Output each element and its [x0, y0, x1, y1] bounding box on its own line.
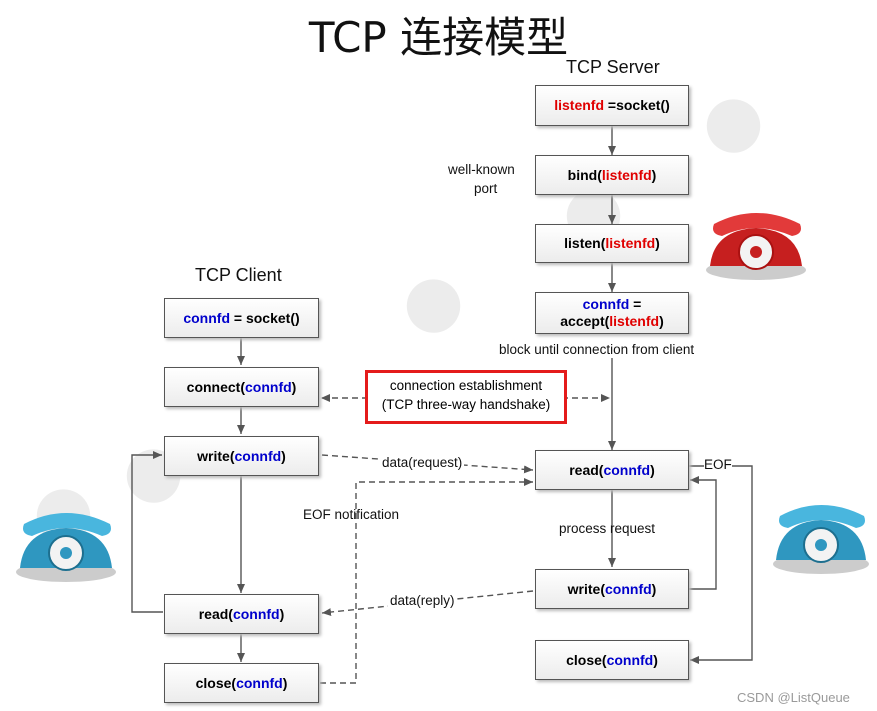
block-note: block until connection from client: [499, 342, 695, 357]
client-read-var: connfd: [232, 605, 280, 622]
server-accept-fn: accept(: [560, 313, 610, 329]
handshake-highlight-box: connection establishment (TCP three-way …: [365, 370, 567, 424]
server-listen-fn: listen(: [564, 235, 606, 251]
server-read-fn: read(: [569, 461, 604, 478]
server-socket-box: listenfd =socket(): [535, 85, 689, 126]
client-heading: TCP Client: [195, 265, 282, 285]
server-write-fn: write(: [567, 580, 605, 597]
server-bind-var: listenfd: [601, 166, 652, 183]
red-phone-icon: [706, 213, 806, 280]
client-close-box: close(connfd): [164, 663, 319, 703]
server-accept-box: connfd = accept(listenfd): [535, 292, 689, 334]
handshake-label-line1: connection establishment: [389, 378, 543, 393]
client-socket-box: connfd = socket(): [164, 298, 319, 338]
server-accept-var: connfd: [582, 296, 630, 312]
client-close-end: ): [282, 674, 288, 691]
server-heading: TCP Server: [566, 57, 660, 77]
server-listen-var: listenfd: [605, 235, 656, 251]
client-socket-call: = socket(): [230, 309, 300, 326]
client-write-box: write(connfd): [164, 436, 319, 476]
server-bind-fn: bind(: [567, 166, 602, 183]
server-write-box: write(connfd): [535, 569, 689, 609]
process-request-label: process request: [559, 521, 656, 536]
reply-label: data(reply): [388, 593, 457, 608]
server-close-end: ): [653, 651, 658, 668]
server-socket-call: =socket(): [604, 97, 670, 113]
client-read-end: ): [279, 605, 285, 622]
client-write-var: connfd: [234, 447, 282, 464]
server-accept-end: ): [659, 313, 664, 329]
server-read-var: connfd: [603, 461, 651, 478]
client-read-box: read(connfd): [164, 594, 319, 634]
handshake-label-line2: (TCP three-way handshake): [381, 397, 551, 412]
blue-phone-icon-right: [773, 505, 869, 574]
server-close-box: close(connfd): [535, 640, 689, 680]
server-socket-var: listenfd: [554, 97, 605, 113]
client-close-fn: close(: [195, 674, 237, 691]
page-title: TCP 连接模型: [308, 13, 569, 62]
server-bind-end: ): [651, 166, 657, 183]
server-listen-box: listen(listenfd): [535, 224, 689, 263]
server-listen-end: ): [655, 235, 660, 251]
server-bind-box: bind(listenfd): [535, 155, 689, 195]
client-socket-var: connfd: [183, 309, 230, 326]
server-close-fn: close(: [566, 651, 607, 668]
eof-label: EOF: [704, 457, 732, 472]
well-known-label: well-known: [448, 162, 515, 177]
client-connect-fn: connect(: [186, 378, 245, 395]
request-label: data(request): [380, 455, 465, 470]
server-read-box: read(connfd): [535, 450, 689, 490]
client-read-fn: read(: [198, 605, 233, 622]
client-write-fn: write(: [197, 447, 235, 464]
server-close-var: connfd: [606, 651, 654, 668]
server-accept-var2: listenfd: [609, 313, 660, 329]
eof-notification-label: EOF notification: [303, 507, 400, 522]
csdn-watermark: CSDN @ListQueue: [737, 690, 850, 705]
port-label: port: [474, 181, 498, 196]
client-connect-var: connfd: [245, 378, 292, 395]
server-write-end: ): [651, 580, 657, 597]
server-accept-eq: =: [629, 296, 642, 312]
blue-phone-icon-left: [16, 513, 116, 582]
client-write-end: ): [281, 447, 286, 464]
client-connect-end: ): [291, 378, 297, 395]
client-connect-box: connect(connfd): [164, 367, 319, 407]
server-read-end: ): [650, 461, 655, 478]
server-write-var: connfd: [605, 580, 652, 597]
client-close-var: connfd: [236, 674, 283, 691]
